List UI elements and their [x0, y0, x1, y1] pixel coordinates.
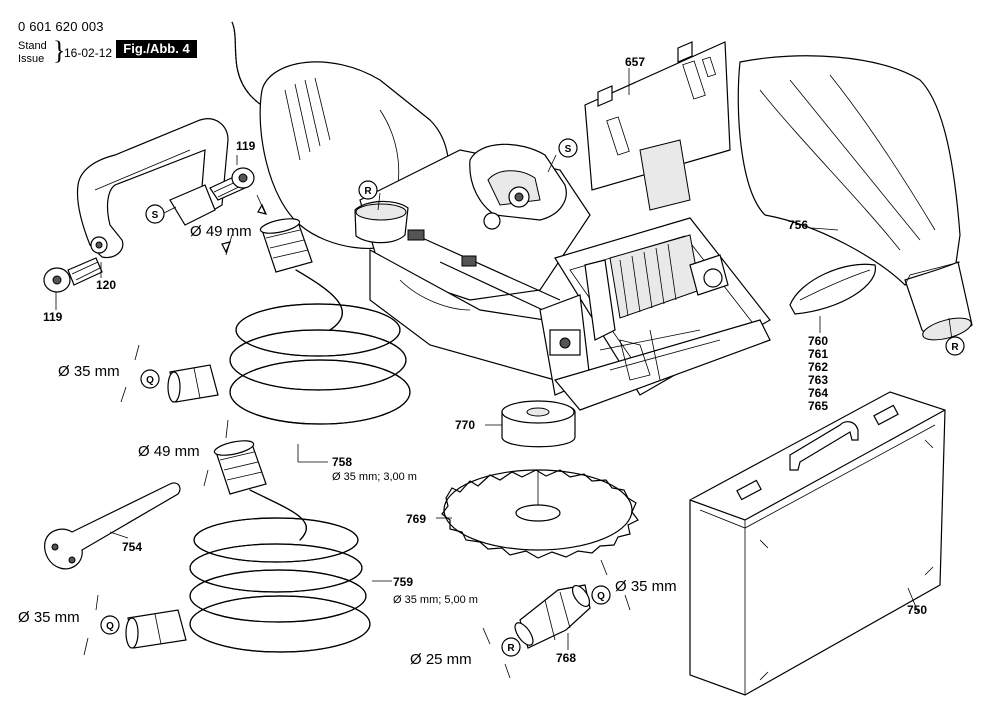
callout-r-1-text: R — [364, 186, 372, 197]
callout-q-3: Q — [591, 585, 611, 605]
stand-label: Stand — [18, 40, 47, 52]
biscuit-joiner-illustration — [231, 21, 771, 411]
stand-issue-label: Stand Issue — [18, 40, 47, 66]
dust-bag-756-illustration — [737, 55, 973, 341]
figure-label: Fig./Abb. 4 — [116, 40, 197, 58]
part-label-119-top: 119 — [236, 139, 256, 153]
callout-q-1-text: Q — [146, 375, 154, 386]
part-label-765: 765 — [808, 399, 828, 413]
leader-lines — [55, 68, 953, 650]
part-label-754: 754 — [122, 540, 142, 554]
callout-q-1: Q — [140, 369, 160, 389]
part-label-769: 769 — [406, 512, 426, 526]
callout-q-2-text: Q — [106, 621, 114, 632]
issue-label: Issue — [18, 53, 45, 65]
document-number: 0 601 620 003 — [18, 19, 104, 34]
callout-s-1-text: S — [565, 144, 572, 155]
hose-758-spec: Ø 35 mm; 3,00 m — [332, 471, 417, 483]
dimension-35mm-lower: Ø 35 mm — [18, 609, 80, 626]
spacer-770-illustration — [501, 400, 576, 448]
saw-blade-769-illustration — [441, 469, 639, 559]
dimension-marks — [83, 194, 631, 679]
adapter-768-illustration — [514, 584, 591, 649]
dimension-35mm-upper: Ø 35 mm — [58, 363, 120, 380]
callout-s-2: S — [145, 204, 165, 224]
part-label-657: 657 — [625, 55, 645, 69]
part-label-119-bottom: 119 — [43, 310, 63, 324]
part-label-759: 759 — [393, 575, 413, 589]
brace-glyph: } — [53, 36, 66, 65]
issue-date: 16-02-12 — [64, 46, 113, 60]
callout-r-3-text: R — [507, 643, 515, 654]
hose-758-illustration — [167, 218, 411, 425]
part-label-768: 768 — [556, 651, 576, 665]
callout-r-2: R — [945, 336, 965, 356]
callout-r-1: R — [358, 180, 378, 200]
dimension-49mm-middle: Ø 49 mm — [138, 443, 200, 460]
callout-s-1: S — [558, 138, 578, 158]
part-label-760: 760 — [808, 334, 828, 348]
dimension-35mm-adapter: Ø 35 mm — [615, 578, 677, 595]
wrench-754-illustration — [44, 482, 181, 570]
screw-119-top-illustration — [209, 167, 255, 201]
callout-q-2: Q — [100, 615, 120, 635]
dimension-49mm-top: Ø 49 mm — [190, 223, 252, 240]
callout-s-2-text: S — [152, 210, 159, 221]
part-label-756: 756 — [788, 218, 808, 232]
part-label-763: 763 — [808, 373, 828, 387]
callout-r-2-text: R — [951, 342, 959, 353]
screw-119-bottom-illustration — [43, 257, 103, 293]
part-label-758: 758 — [332, 455, 352, 469]
part-label-764: 764 — [808, 386, 828, 400]
part-label-762: 762 — [808, 360, 828, 374]
bracket-120-illustration — [76, 118, 229, 259]
callout-q-3-text: Q — [597, 591, 605, 602]
dimension-25mm-adapter: Ø 25 mm — [410, 651, 472, 668]
carrying-case-750-illustration — [689, 391, 946, 696]
hose-759-illustration — [125, 440, 371, 653]
part-label-761: 761 — [808, 347, 828, 361]
part-label-120: 120 — [96, 278, 116, 292]
callout-r-3: R — [501, 637, 521, 657]
plate-657-illustration — [584, 41, 731, 211]
part-label-770: 770 — [455, 418, 475, 432]
hose-759-spec: Ø 35 mm; 5,00 m — [393, 594, 478, 606]
biscuit-760-illustration — [789, 263, 876, 315]
part-label-750: 750 — [907, 603, 927, 617]
